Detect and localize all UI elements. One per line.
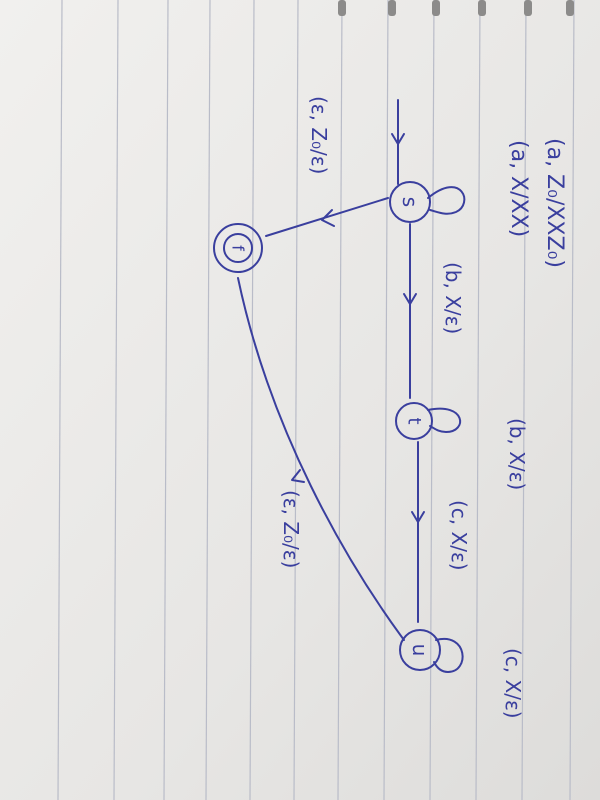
state-u-label: u xyxy=(408,644,432,657)
ruled-lines xyxy=(57,0,575,800)
label-t-to-u: (c, X/ε) xyxy=(447,500,471,571)
self-loop-t xyxy=(427,407,462,433)
label-u-to-f: (ε, Z₀/ε) xyxy=(279,490,303,568)
label-s-loop-a-x: (a, X/XX) xyxy=(506,140,531,237)
state-s: s xyxy=(389,181,431,223)
arrowhead-s-t-icon xyxy=(403,293,417,305)
label-u-loop: (c, X/ε) xyxy=(501,648,525,719)
spiral-binding xyxy=(338,0,574,16)
label-s-loop-a-z0: (a, Z₀/XXZ₀) xyxy=(542,138,567,268)
self-loop-u xyxy=(433,637,464,673)
label-s-to-t: (b, X/ε) xyxy=(441,262,465,334)
edge-s-to-f xyxy=(265,197,389,237)
label-s-to-f: (ε, Z₀/ε) xyxy=(307,96,331,174)
arrowhead-t-u-icon xyxy=(411,511,425,523)
edge-u-to-f xyxy=(237,277,405,641)
start-arrowhead-icon xyxy=(391,133,405,145)
arrowhead-s-f-icon xyxy=(321,209,335,227)
label-t-loop: (b, X/ε) xyxy=(505,418,529,490)
self-loop-s xyxy=(427,186,466,215)
state-f-accepting: f xyxy=(213,223,263,273)
state-t-label: t xyxy=(404,417,425,424)
state-t: t xyxy=(395,402,433,440)
state-u: u xyxy=(399,629,441,671)
arrowhead-u-f-icon xyxy=(291,469,305,483)
state-s-label: s xyxy=(398,197,422,207)
state-f-label: f xyxy=(229,245,248,251)
